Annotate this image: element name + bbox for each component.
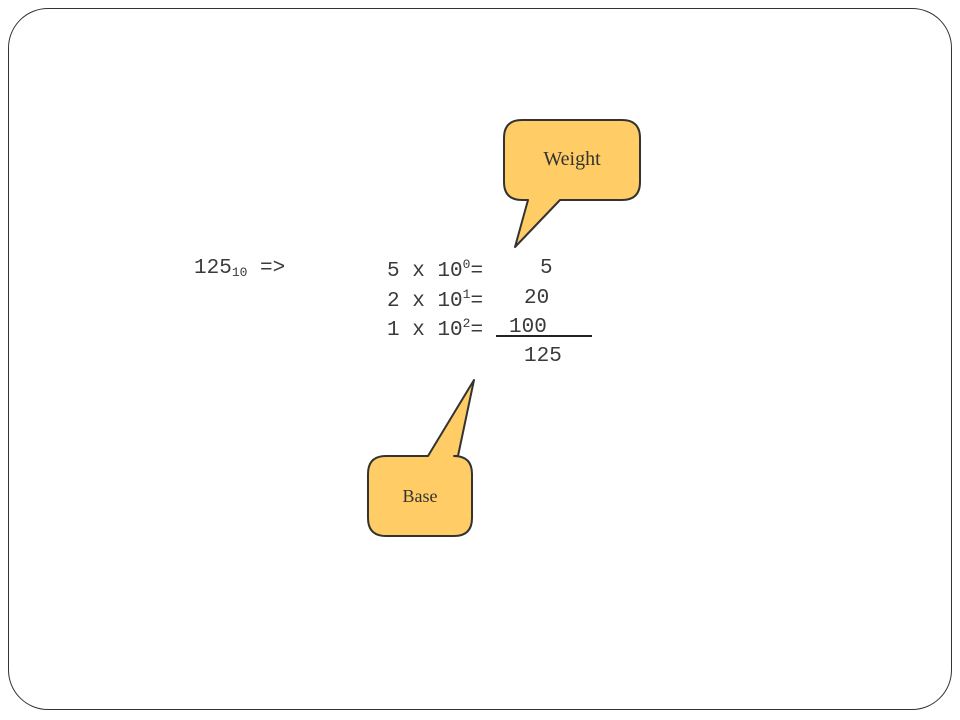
base-callout-label: Base: [402, 486, 438, 506]
row-equals: =: [470, 319, 484, 342]
expansion-row: 5 x 100=: [387, 258, 483, 282]
row-base: 10: [437, 290, 463, 313]
row-result: 100: [509, 316, 547, 339]
weight-callout-label: Weight: [543, 148, 601, 170]
source-number-value: 125: [194, 257, 232, 280]
slide-frame: [8, 8, 952, 710]
row-exponent: 2: [462, 316, 471, 331]
row-base: 10: [437, 319, 463, 342]
row-base: 10: [437, 260, 463, 283]
weight-callout-bubble: [503, 119, 641, 248]
total-value: 125: [524, 345, 562, 368]
row-exponent: 1: [462, 287, 471, 302]
row-equals: =: [470, 290, 484, 313]
row-digit: 5: [387, 260, 400, 283]
expansion-row: 1 x 102=: [387, 317, 483, 341]
row-equals: =: [470, 260, 484, 283]
row-times: x: [412, 319, 425, 342]
base-callout-bubble: [367, 379, 475, 537]
sum-line: [496, 335, 592, 337]
source-number-base: 10: [231, 265, 248, 280]
conversion-arrow: =>: [260, 257, 286, 280]
row-exponent: 0: [462, 257, 471, 272]
row-times: x: [412, 290, 425, 313]
expansion-row: 2 x 101=: [387, 288, 483, 312]
row-times: x: [412, 260, 425, 283]
row-result: 20: [524, 287, 550, 310]
row-digit: 1: [387, 319, 400, 342]
source-number: 12510 =>: [194, 258, 285, 279]
row-digit: 2: [387, 290, 400, 313]
row-result: 5: [540, 257, 553, 280]
